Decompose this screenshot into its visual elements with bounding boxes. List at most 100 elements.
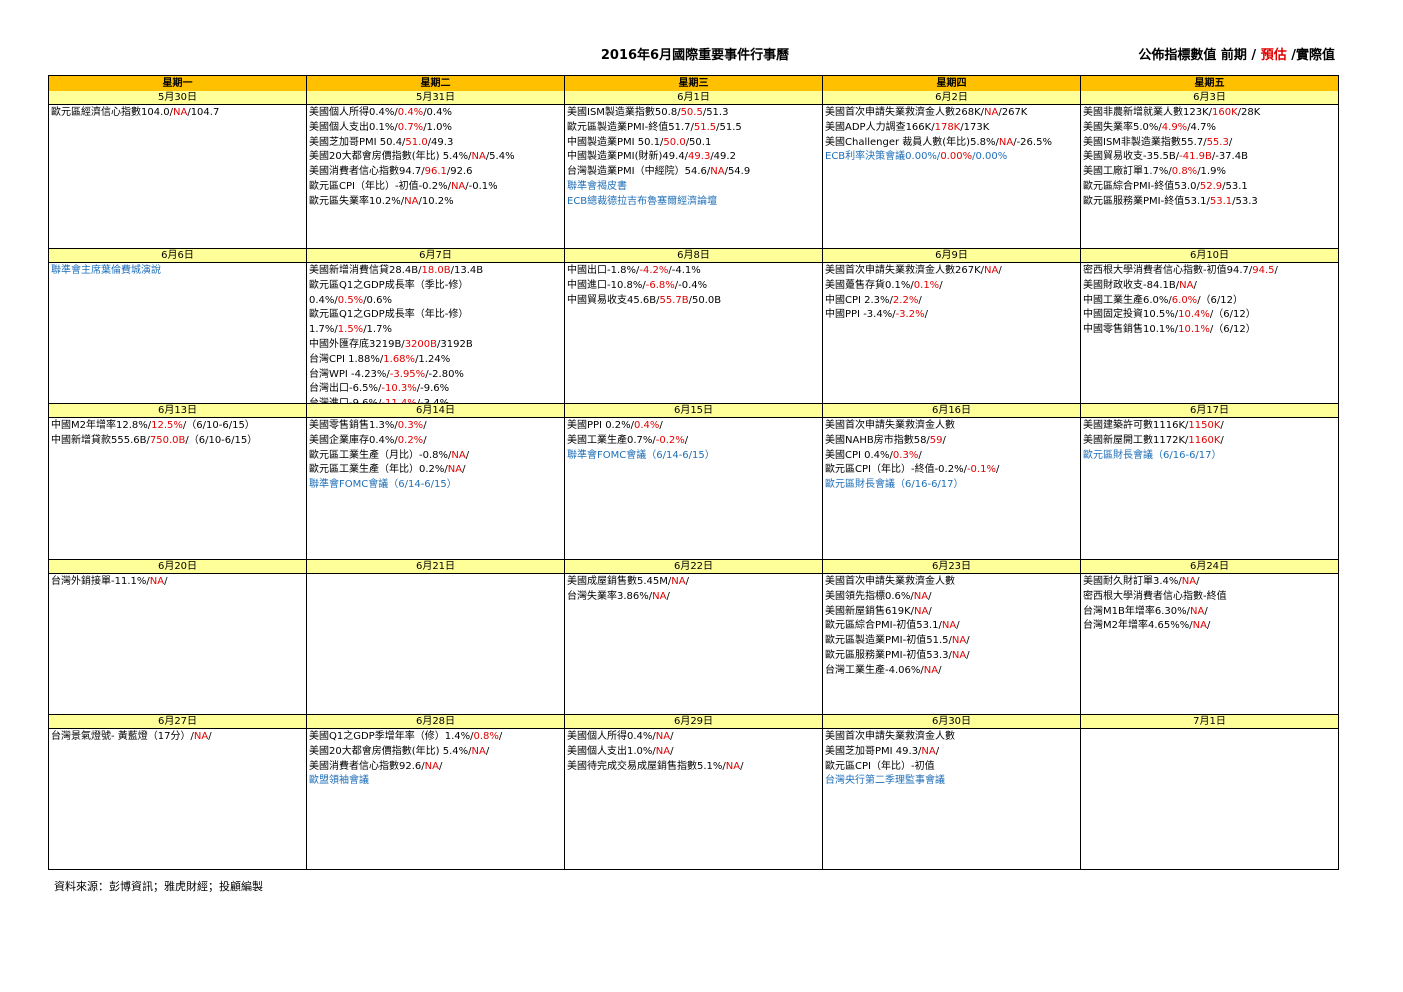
event-item: 中國PPI -3.4%/-3.2%/ bbox=[825, 308, 1078, 323]
event-item: 中國工業生產6.0%/6.0%/（6/12） bbox=[1083, 294, 1336, 309]
forecast-value: NA bbox=[923, 664, 939, 676]
event-text: 歐元區製造業PMI-初值51.5/ bbox=[825, 635, 952, 647]
event-item: 美國躉售存貨0.1%/0.1%/ bbox=[825, 279, 1078, 294]
event-text: / bbox=[918, 294, 922, 306]
event-text: 歐元區CPI（年比）-初值-0.2%/ bbox=[309, 180, 451, 192]
event-item: 美國失業率5.0%/4.9%/4.7% bbox=[1083, 121, 1336, 136]
event-text: /5.4% bbox=[485, 151, 515, 163]
day-cell: 6月21日 bbox=[306, 560, 564, 714]
event-text: / bbox=[938, 664, 942, 676]
event-text: / bbox=[670, 731, 674, 742]
forecast-value: NA bbox=[951, 649, 967, 661]
day-cell: 6月23日美國首次申請失業救濟金人數美國領先指標0.6%/NA/美國新屋銷售61… bbox=[822, 560, 1080, 714]
event-text: 歐元區服務業PMI-終值53.1/ bbox=[1083, 195, 1210, 207]
event-text: 美國20大都會房價指數(年比) 5.4%/ bbox=[309, 745, 472, 757]
event-item: 美國PPI 0.2%/0.4%/ bbox=[567, 419, 820, 434]
event-text: 聯準會FOMC會議（6/14-6/15） bbox=[567, 449, 715, 461]
event-text: / bbox=[684, 434, 689, 446]
day-cell: 6月24日美國耐久財訂單3.4%/NA/密西根大學消費者信心指數-終值台灣M1B… bbox=[1080, 560, 1338, 714]
event-item: 聯準會FOMC會議（6/14-6/15） bbox=[567, 449, 820, 464]
event-item: 歐元區工業生產（年比）0.2%/NA/ bbox=[309, 463, 562, 478]
forecast-value: -3.95% bbox=[389, 368, 426, 380]
forecast-value: NA bbox=[984, 265, 999, 276]
event-text: 美國CPI 0.4%/ bbox=[825, 449, 893, 461]
day-date: 6月3日 bbox=[1081, 91, 1338, 105]
event-list: 美國首次申請失業救濟金人數美國領先指標0.6%/NA/美國新屋銷售619K/NA… bbox=[823, 574, 1080, 680]
event-text: /51.5 bbox=[716, 121, 742, 133]
event-text: /267K bbox=[998, 107, 1028, 118]
forecast-value: NA bbox=[655, 731, 671, 742]
day-cell: 6月6日聯準會主席葉倫費城演說 bbox=[49, 249, 306, 403]
event-item: 中國零售銷售10.1%/10.1%/（6/12） bbox=[1083, 323, 1336, 338]
event-text: /28K bbox=[1237, 107, 1261, 118]
legend: 公佈指標數值 前期 / 預估 /實際值 bbox=[1138, 44, 1335, 63]
event-item: 美國Challenger 裁員人數(年比)5.8%/NA/-26.5% bbox=[825, 136, 1078, 151]
event-text: / bbox=[995, 464, 1000, 476]
forecast-value: 10.4% bbox=[1178, 309, 1210, 321]
event-text: / bbox=[1206, 620, 1211, 632]
event-text: 台灣製造業PMI（中經院）54.6/ bbox=[567, 166, 711, 178]
forecast-value: 1.68% bbox=[383, 353, 416, 365]
forecast-value: -4.2% bbox=[639, 265, 669, 276]
legend-forecast: 預估 bbox=[1256, 48, 1292, 63]
forecast-value: 0.3% bbox=[397, 420, 424, 431]
event-text: 密西根大學消費者信心指數-終值 bbox=[1083, 590, 1227, 602]
event-text: /54.9 bbox=[724, 166, 751, 178]
event-text: /104.7 bbox=[187, 107, 220, 118]
event-text: 歐元區製造業PMI-終值51.7/ bbox=[567, 121, 694, 133]
day-date: 5月30日 bbox=[49, 91, 306, 105]
event-list: 美國首次申請失業救濟金人數美國NAHB房市指數58/59/美國CPI 0.4%/… bbox=[823, 418, 1080, 494]
weekday-tue: 星期二 bbox=[306, 76, 564, 91]
event-text: 歐元區工業生產（年比）0.2%/ bbox=[309, 464, 448, 476]
event-item: 聯準會FOMC會議（6/14-6/15） bbox=[309, 478, 562, 493]
forecast-value: 0.3% bbox=[892, 449, 919, 461]
forecast-value: 49.3 bbox=[688, 151, 711, 163]
day-cell: 6月14日美國零售銷售1.3%/0.3%/美國企業庫存0.4%/0.2%/歐元區… bbox=[306, 404, 564, 559]
source-note: 資料來源：彭博資訊；雅虎財經；投顧編製 bbox=[54, 880, 263, 893]
day-date: 7月1日 bbox=[1081, 715, 1338, 729]
event-list: 美國零售銷售1.3%/0.3%/美國企業庫存0.4%/0.2%/歐元區工業生產（… bbox=[307, 418, 564, 494]
event-list: 美國成屋銷售數5.45M/NA/台灣失業率3.86%/NA/ bbox=[565, 574, 822, 606]
event-text: / bbox=[939, 279, 943, 291]
legend-normal: 公佈指標數值 前期 / bbox=[1138, 48, 1257, 63]
event-text: / bbox=[670, 745, 674, 757]
event-text: / bbox=[685, 576, 689, 587]
event-item: 台灣M1B年增率6.30%/NA/ bbox=[1083, 605, 1336, 620]
day-date: 6月2日 bbox=[823, 91, 1080, 105]
event-item: 中國外匯存底3219B/3200B/3192B bbox=[309, 338, 562, 353]
event-text: /13.4B bbox=[450, 265, 484, 276]
event-text: 台灣失業率3.86%/ bbox=[567, 590, 653, 602]
day-date: 6月22日 bbox=[565, 560, 822, 574]
event-item: 美國工業生產0.7%/-0.2%/ bbox=[567, 434, 820, 449]
event-item: 中國出口-1.8%/-4.2%/-4.1% bbox=[567, 264, 820, 279]
event-text: 美國貿易收支-35.5B/ bbox=[1083, 151, 1180, 163]
forecast-value: NA bbox=[149, 576, 165, 587]
forecast-value: 51.0 bbox=[405, 136, 428, 148]
forecast-value: 0.5% bbox=[337, 294, 364, 306]
day-date: 6月17日 bbox=[1081, 404, 1338, 418]
event-text: 美國新增消費信貸28.4B/ bbox=[309, 265, 422, 276]
forecast-value: 55.7B bbox=[659, 294, 689, 306]
forecast-value: NA bbox=[1192, 620, 1207, 632]
event-item: 美國企業庫存0.4%/0.2%/ bbox=[309, 434, 562, 449]
event-text: /（6/10-6/15） bbox=[185, 434, 258, 446]
forecast-value: 53.1 bbox=[1209, 195, 1233, 207]
day-date: 6月15日 bbox=[565, 404, 822, 418]
event-item: 1.7%/1.5%/1.7% bbox=[309, 323, 562, 338]
event-text: 歐元區財長會議（6/16-6/17） bbox=[1083, 449, 1222, 461]
event-item: 美國NAHB房市指數58/59/ bbox=[825, 434, 1078, 449]
event-item: 台灣進口-9.6%/-11.4%/-3.4% bbox=[309, 397, 562, 403]
day-date: 6月24日 bbox=[1081, 560, 1338, 574]
forecast-value: 0.4% bbox=[633, 420, 660, 431]
day-cell: 5月30日歐元區經濟信心指數104.0/NA/104.7 bbox=[49, 91, 306, 248]
event-text: /1.24% bbox=[415, 353, 451, 365]
event-item: 美國貿易收支-35.5B/-41.9B/-37.4B bbox=[1083, 150, 1336, 165]
event-text: 中國貿易收支45.6B/ bbox=[567, 294, 660, 306]
forecast-value: 1.5% bbox=[337, 324, 364, 336]
event-text: 中國零售銷售10.1%/ bbox=[1083, 324, 1179, 336]
